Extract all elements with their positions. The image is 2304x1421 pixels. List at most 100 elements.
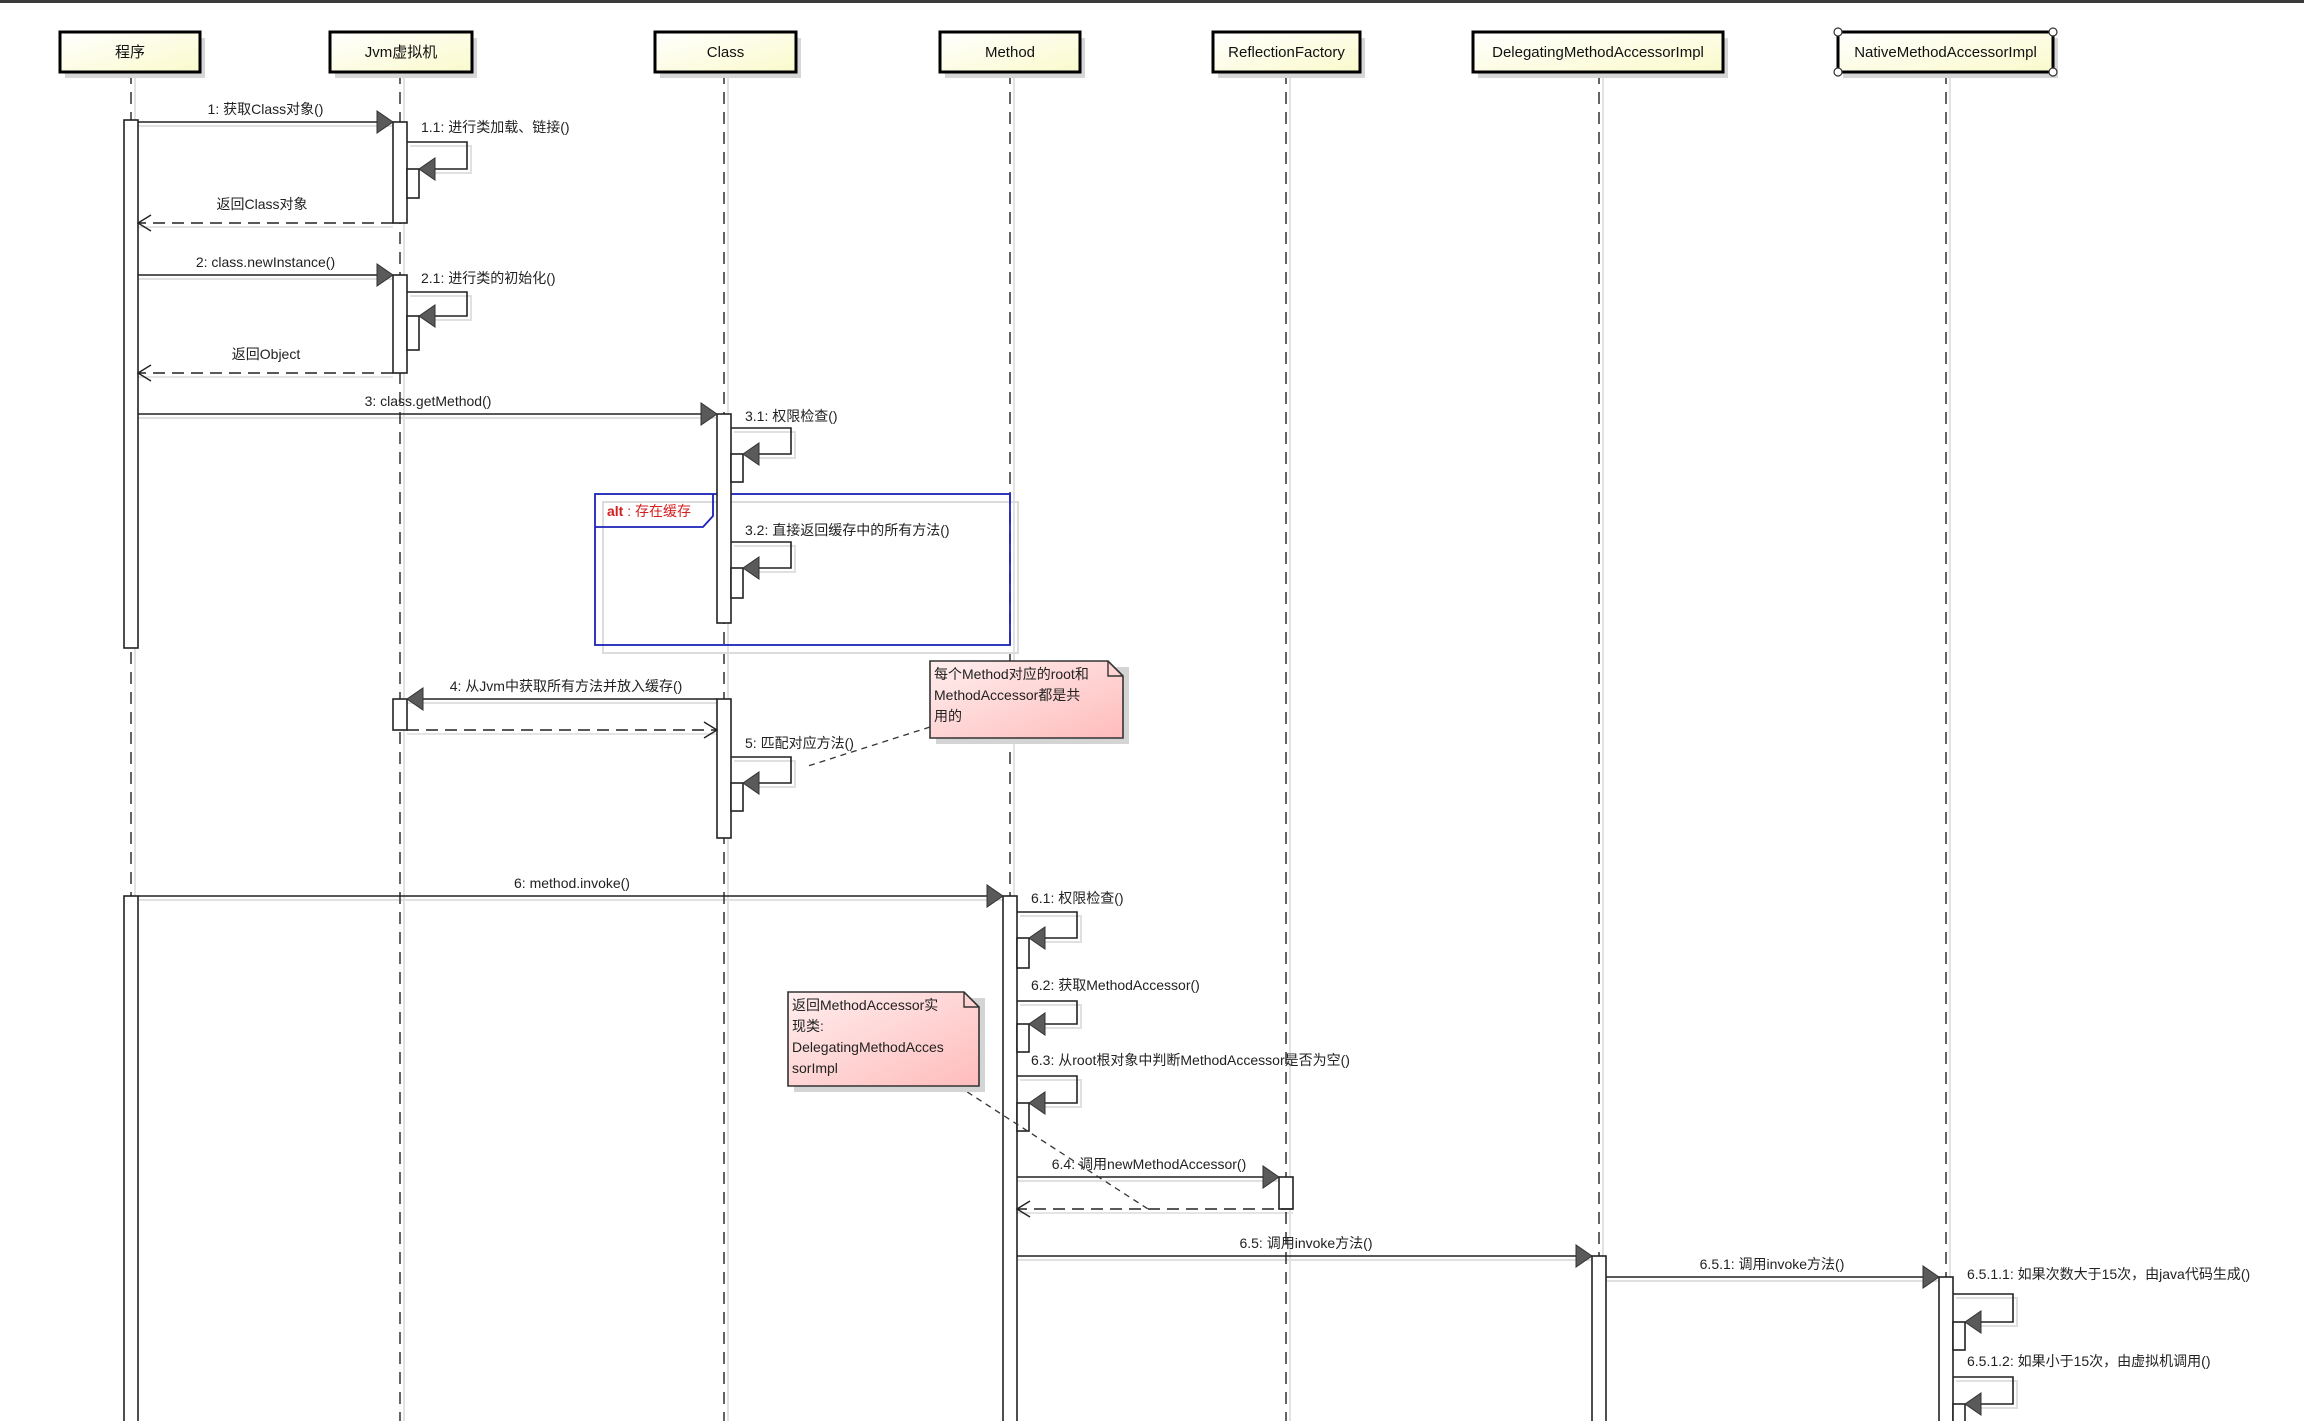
open-arrowhead-icon [136,364,152,382]
arrowhead-icon [700,402,718,426]
arrowhead-icon [418,304,436,328]
arrowhead-icon [406,687,424,711]
open-arrowhead-icon [136,214,152,232]
message-label-6.4: 6.4: 调用newMethodAccessor() [1052,1156,1247,1172]
self-message-shadow [734,431,796,459]
lifeline-label: Jvm虚拟机 [365,44,438,61]
arrowhead-icon [1028,926,1046,950]
arrowhead-icon [1028,1012,1046,1036]
nested-activation-bar [730,453,744,483]
activation-jvm-3 [392,698,408,731]
lifeline-label: ReflectionFactory [1228,44,1345,61]
selection-handle [1833,67,1843,77]
note-box [929,660,1124,739]
self-message-arrow [1017,1075,1078,1104]
alt-fragment-tab [595,494,714,528]
message-label-4: 4: 从Jvm中获取所有方法并放入缓存() [450,678,683,694]
self-message-shadow [1020,1079,1082,1108]
arrowhead-icon [742,556,760,580]
note-fold-icon [1107,661,1123,677]
self-message-arrow [1017,1000,1078,1025]
note-connector [957,1085,1149,1210]
self-message-arrow [731,756,792,784]
nested-activation-bar [1952,1321,1966,1351]
nested-activation-bar [1016,1023,1030,1053]
message-label-6.5.1.2: 6.5.1.2: 如果小于15次，由虚拟机调用() [1967,1353,2211,1369]
fragment-shadow [602,501,1019,654]
self-message-shadow [410,145,472,174]
note-line: 用的 [934,708,962,724]
nested-activation-bar [1016,937,1030,969]
self-message-shadow [734,545,796,573]
activation-jvm-1 [392,121,408,224]
message-label-return: 返回Class对象 [216,196,307,212]
self-message-shadow [734,760,796,788]
lifeline-header-native [1836,30,2055,74]
arrowhead-icon [1575,1244,1593,1268]
arrowhead-icon [376,110,394,134]
note-fold-icon [963,992,979,1008]
lifeline-header-jvm [328,30,474,74]
message-label-6.1: 6.1: 权限检查() [1031,890,1124,906]
message-label-3.2: 3.2: 直接返回缓存中的所有方法() [745,522,950,538]
self-message-shadow [1020,1004,1082,1029]
activation-jvm-2 [392,274,408,374]
self-message-shadow [410,295,472,321]
message-label-6.3: 6.3: 从root根对象中判断MethodAccessor是否为空() [1031,1052,1350,1068]
activation-program-1 [123,119,139,649]
arrowhead-icon [376,263,394,287]
note-line: 现类: [792,1018,824,1034]
message-label-6.5.1: 6.5.1: 调用invoke方法() [1700,1256,1845,1272]
self-message-arrow [731,541,792,569]
arrowhead-icon [742,771,760,795]
arrowhead-icon [986,884,1004,908]
self-message-arrow [1953,1376,2014,1405]
lifeline-label: DelegatingMethodAccessorImpl [1492,44,1704,61]
self-message-arrow [407,141,468,170]
note-line: 每个Method对应的root和 [934,666,1089,682]
lifeline-header-delegating [1471,30,1725,74]
activation-native [1938,1276,1954,1421]
message-label-6: 6: method.invoke() [514,875,630,891]
self-message-shadow [1956,1297,2018,1327]
alt-fragment-label: alt : 存在缓存 [607,503,691,519]
self-message-arrow [731,427,792,455]
message-label-6.5: 6.5: 调用invoke方法() [1239,1235,1372,1251]
nested-activation-bar [1016,1102,1030,1132]
arrowhead-icon [1028,1091,1046,1115]
alt-fragment [594,493,1011,646]
message-label-6.2: 6.2: 获取MethodAccessor() [1031,977,1200,993]
arrowhead-icon [1922,1265,1940,1289]
self-message-arrow [1953,1293,2014,1323]
message-label-2: 2: class.newInstance() [196,254,335,270]
note-box [787,991,980,1087]
alt-guard: : 存在缓存 [623,503,691,519]
lifeline-header-method [938,30,1082,74]
lifeline-label: Method [985,44,1035,61]
activation-method [1002,895,1018,1421]
lifeline-label: 程序 [115,44,145,61]
selection-handle [2048,67,2058,77]
arrowhead-icon [1964,1310,1982,1334]
nested-activation-bar [730,782,744,812]
note-line: MethodAccessor都是共 [934,687,1080,703]
nested-activation-bar [406,168,420,199]
lifeline-label: NativeMethodAccessorImpl [1854,44,2037,61]
activation-delegating [1591,1255,1607,1421]
window-top-border [0,0,2304,3]
message-label-6.5.1.1: 6.5.1.1: 如果次数大于15次，由java代码生成() [1967,1266,2250,1282]
note-line: 返回MethodAccessor实 [792,997,938,1013]
note-line: sorImpl [792,1060,838,1076]
message-label-1.1: 1.1: 进行类加载、链接() [421,119,570,135]
message-label-return: 返回Object [232,346,301,362]
arrowhead-icon [742,442,760,466]
self-message-shadow [1956,1380,2018,1409]
nested-activation-bar [1952,1403,1966,1421]
message-label-5: 5: 匹配对应方法() [745,735,854,751]
message-label-3.1: 3.1: 权限检查() [745,408,838,424]
activation-class-1 [716,413,732,624]
activation-class-2 [716,698,732,839]
activation-program-2 [123,895,139,1421]
message-label-1: 1: 获取Class对象() [208,101,324,117]
